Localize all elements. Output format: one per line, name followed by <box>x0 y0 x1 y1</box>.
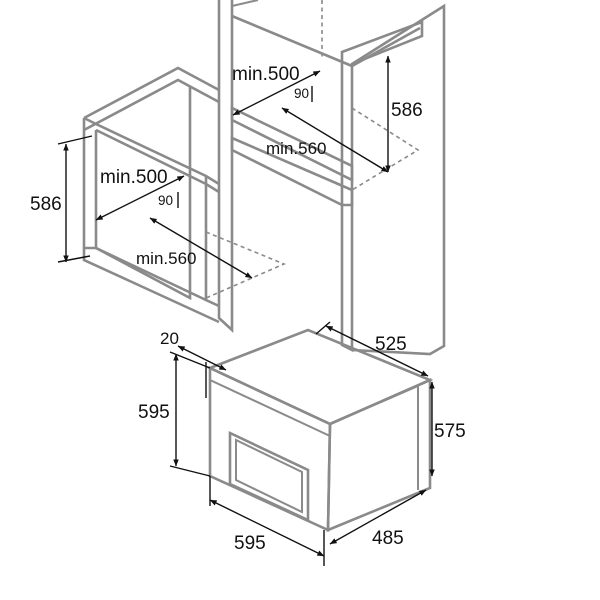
left-cabinet-top-inner <box>83 78 220 132</box>
left-cabinet-left-side <box>82 118 220 324</box>
left-base-cabinet <box>82 66 287 324</box>
label-left-width: min.500 <box>100 167 168 188</box>
label-oven-body-width: 485 <box>372 528 404 549</box>
dim-oven-front-width-line <box>209 499 325 557</box>
dim-left-height-ext-top <box>57 135 93 145</box>
column-niche-floor <box>230 136 354 207</box>
left-cabinet-front-stile <box>83 116 220 186</box>
dim-top-width-line <box>232 70 321 116</box>
column-right-panel <box>340 20 424 353</box>
left-cabinet-hidden-floor <box>205 231 287 299</box>
left-cabinet-floor <box>84 246 207 302</box>
oven-control-strip <box>209 379 331 437</box>
oven-window <box>228 430 310 523</box>
label-top-depth: min.560 <box>266 139 326 158</box>
label-top-height: 586 <box>391 100 423 121</box>
label-left-depth: min.560 <box>136 249 196 268</box>
dim-oven-body-width-line <box>329 489 427 545</box>
label-top-width: min.500 <box>232 64 300 85</box>
column-top-rim <box>231 14 421 68</box>
dim-oven-offset-line <box>177 345 227 371</box>
label-oven-front-width: 595 <box>234 533 266 554</box>
oven-panel-lip <box>217 371 331 428</box>
label-oven-front-height: 595 <box>138 402 170 423</box>
dim-oven-depth-line <box>325 325 429 377</box>
label-oven-offset: 20 <box>160 329 179 348</box>
dimension-labels: min.500 90 min.560 586 min.500 90 min.56… <box>30 64 466 554</box>
left-cabinet-top <box>83 66 220 120</box>
left-cabinet-front-side <box>204 176 220 308</box>
dimension-lines <box>57 55 435 566</box>
tall-column-cabinet <box>217 0 446 356</box>
oven <box>206 328 434 533</box>
label-top-gap: 90 <box>294 86 309 101</box>
dim-left-height-ext-bottom <box>57 255 91 263</box>
label-left-gap: 90 <box>158 193 173 208</box>
dim-oven-front-ext-bottom <box>169 465 211 477</box>
oven-side-inner <box>329 384 419 490</box>
label-oven-body-height: 575 <box>434 421 466 442</box>
label-left-height: 586 <box>30 194 62 215</box>
dim-oven-depth-ext <box>315 321 331 335</box>
dim-top-depth-line <box>281 107 389 173</box>
column-upper-rim <box>231 0 259 7</box>
label-oven-body-depth: 525 <box>375 334 407 355</box>
oven-front-panel <box>208 365 332 533</box>
dim-left-depth-line <box>149 217 253 279</box>
dim-oven-front-ext-top <box>169 351 211 369</box>
dim-left-width-line <box>95 175 185 221</box>
column-left-panel <box>217 0 234 333</box>
